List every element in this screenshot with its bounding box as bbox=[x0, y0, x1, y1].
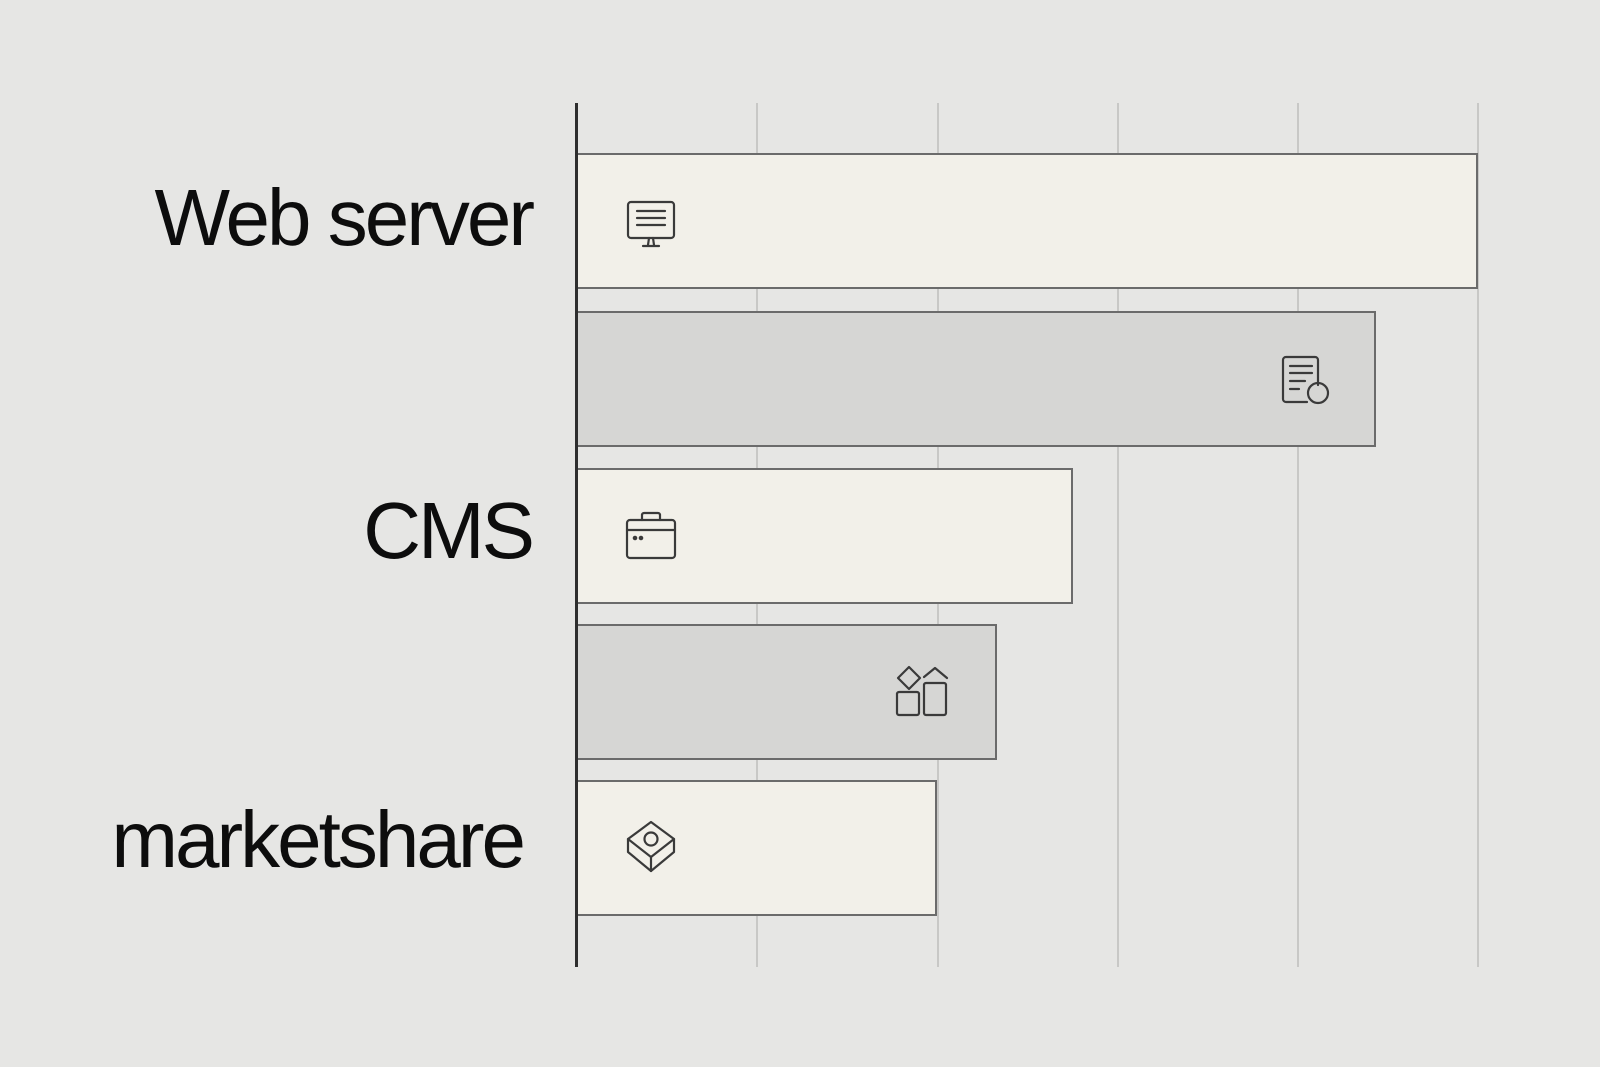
gridline-4 bbox=[1297, 103, 1299, 967]
toolbox-icon bbox=[623, 508, 679, 564]
package-cube-icon bbox=[623, 819, 679, 875]
document-with-circle-icon bbox=[1277, 352, 1333, 408]
category-label-cms: CMS bbox=[363, 486, 535, 575]
category-label-web-server: Web server bbox=[154, 173, 535, 262]
gridline-5 bbox=[1477, 103, 1479, 967]
bar-2 bbox=[576, 311, 1376, 447]
gridline-3 bbox=[1117, 103, 1119, 967]
shapes-icon bbox=[893, 664, 949, 720]
bar-4 bbox=[576, 624, 997, 760]
bar-5 bbox=[576, 780, 937, 916]
bar-3 bbox=[576, 468, 1073, 604]
category-label-marketshare: marketshare bbox=[111, 795, 526, 884]
y-axis bbox=[575, 103, 578, 967]
monitor-icon bbox=[623, 197, 679, 253]
bar-1 bbox=[576, 153, 1478, 289]
